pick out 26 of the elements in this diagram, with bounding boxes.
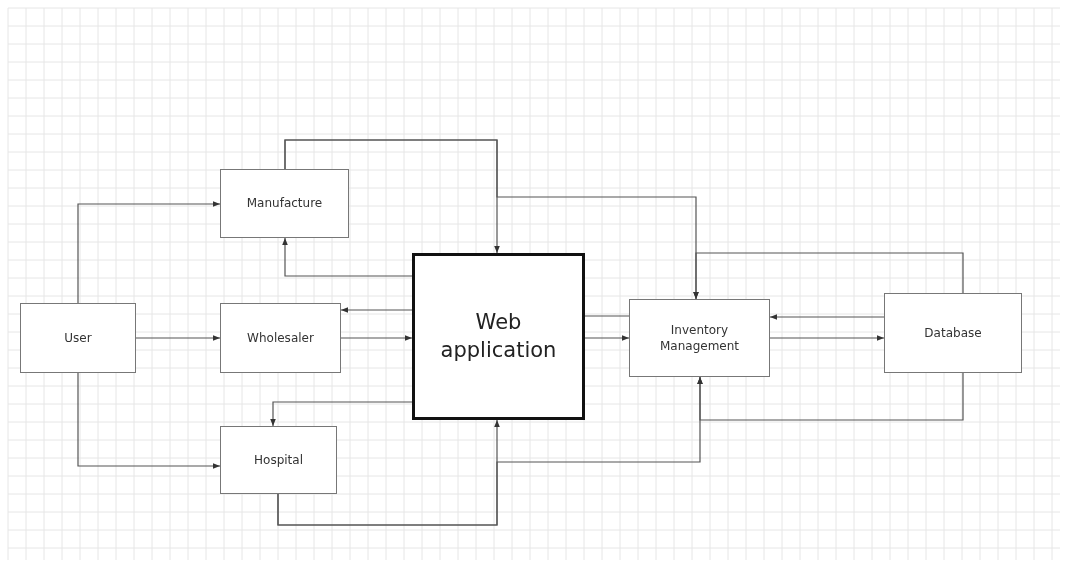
box-label: User bbox=[64, 329, 92, 347]
arrow bbox=[270, 401, 413, 427]
arrow bbox=[282, 237, 413, 277]
arrow bbox=[77, 372, 221, 469]
arrow bbox=[340, 307, 413, 313]
arrow bbox=[340, 335, 413, 341]
arrow bbox=[769, 335, 885, 341]
box-label: Web application bbox=[439, 309, 558, 364]
process-box bbox=[220, 426, 337, 494]
arrow bbox=[769, 314, 885, 320]
box-label: Inventory Management bbox=[658, 321, 741, 355]
arrow bbox=[135, 335, 221, 341]
process-box bbox=[629, 299, 770, 377]
box-label: Wholesaler bbox=[247, 329, 314, 347]
process-box bbox=[20, 303, 136, 373]
arrow bbox=[693, 252, 964, 300]
box-label: Database bbox=[924, 324, 982, 342]
arrow bbox=[697, 372, 964, 421]
arrow bbox=[77, 201, 221, 304]
box-label: Hospital bbox=[254, 451, 303, 469]
process-box bbox=[412, 253, 585, 420]
arrow bbox=[584, 335, 630, 341]
box-label: Manufacture bbox=[246, 195, 323, 212]
process-box bbox=[884, 293, 1022, 373]
process-box bbox=[220, 303, 341, 373]
process-box bbox=[220, 169, 349, 238]
